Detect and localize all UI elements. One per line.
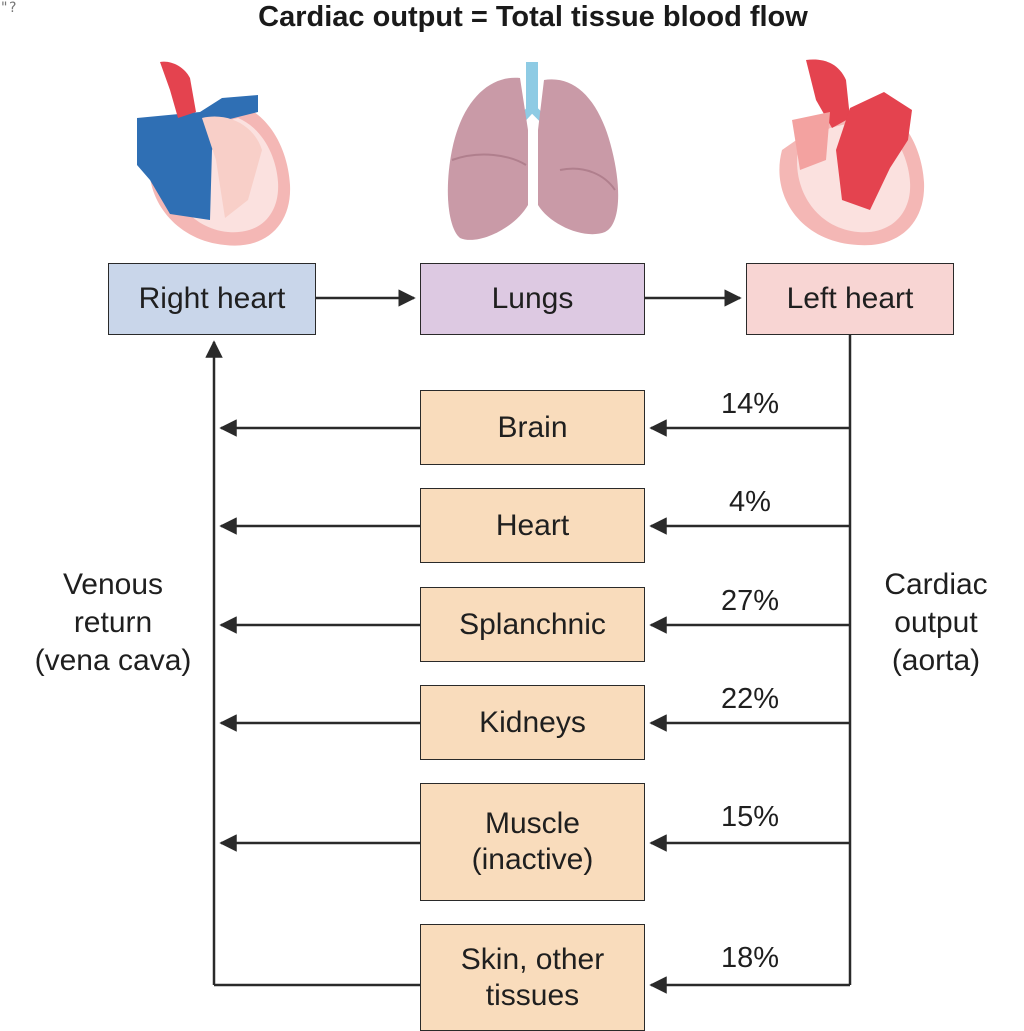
venous-return-label: Venous return (vena cava) bbox=[34, 568, 192, 677]
organ-box-brain: Brain bbox=[420, 390, 645, 465]
corner-mark: "? bbox=[0, 0, 17, 16]
organ-label: Muscle (inactive) bbox=[471, 807, 594, 876]
organ-label: Kidneys bbox=[479, 705, 586, 739]
left-heart-label: Left heart bbox=[786, 282, 914, 315]
organ-label: Heart bbox=[495, 508, 570, 542]
organ-label: Splanchnic bbox=[459, 607, 606, 641]
left-heart-box: Left heart bbox=[746, 263, 954, 335]
flow-percent-heart: 4% bbox=[729, 486, 771, 518]
organ-box-muscle-inactive: Muscle (inactive) bbox=[420, 783, 645, 901]
flow-percent-muscle-inactive: 15% bbox=[720, 801, 780, 833]
organ-label: Skin, other tissues bbox=[460, 942, 605, 1012]
organ-box-kidneys: Kidneys bbox=[420, 685, 645, 760]
organ-label: Brain bbox=[497, 410, 568, 444]
right-heart-label: Right heart bbox=[138, 282, 286, 315]
diagram-title: Cardiac output = Total tissue blood flow bbox=[258, 1, 808, 33]
illustrations-layer bbox=[137, 59, 925, 246]
heart-venous-icon bbox=[137, 61, 291, 246]
organ-box-heart: Heart bbox=[420, 488, 645, 563]
organ-box-splanchnic: Splanchnic bbox=[420, 587, 645, 662]
right-heart-box: Right heart bbox=[108, 263, 316, 335]
flow-percent-splanchnic: 27% bbox=[720, 585, 780, 617]
organ-box-skin-other-tissues: Skin, other tissues bbox=[420, 924, 645, 1031]
lungs-box: Lungs bbox=[420, 263, 645, 335]
flow-percent-kidneys: 22% bbox=[720, 683, 780, 715]
flow-percent-skin-other-tissues: 18% bbox=[720, 942, 780, 974]
lungs-icon bbox=[447, 62, 619, 240]
lungs-label: Lungs bbox=[491, 282, 574, 315]
heart-arterial-icon bbox=[779, 59, 925, 246]
cardiac-output-label: Cardiac output (aorta) bbox=[884, 568, 988, 677]
flow-percent-brain: 14% bbox=[720, 388, 780, 420]
